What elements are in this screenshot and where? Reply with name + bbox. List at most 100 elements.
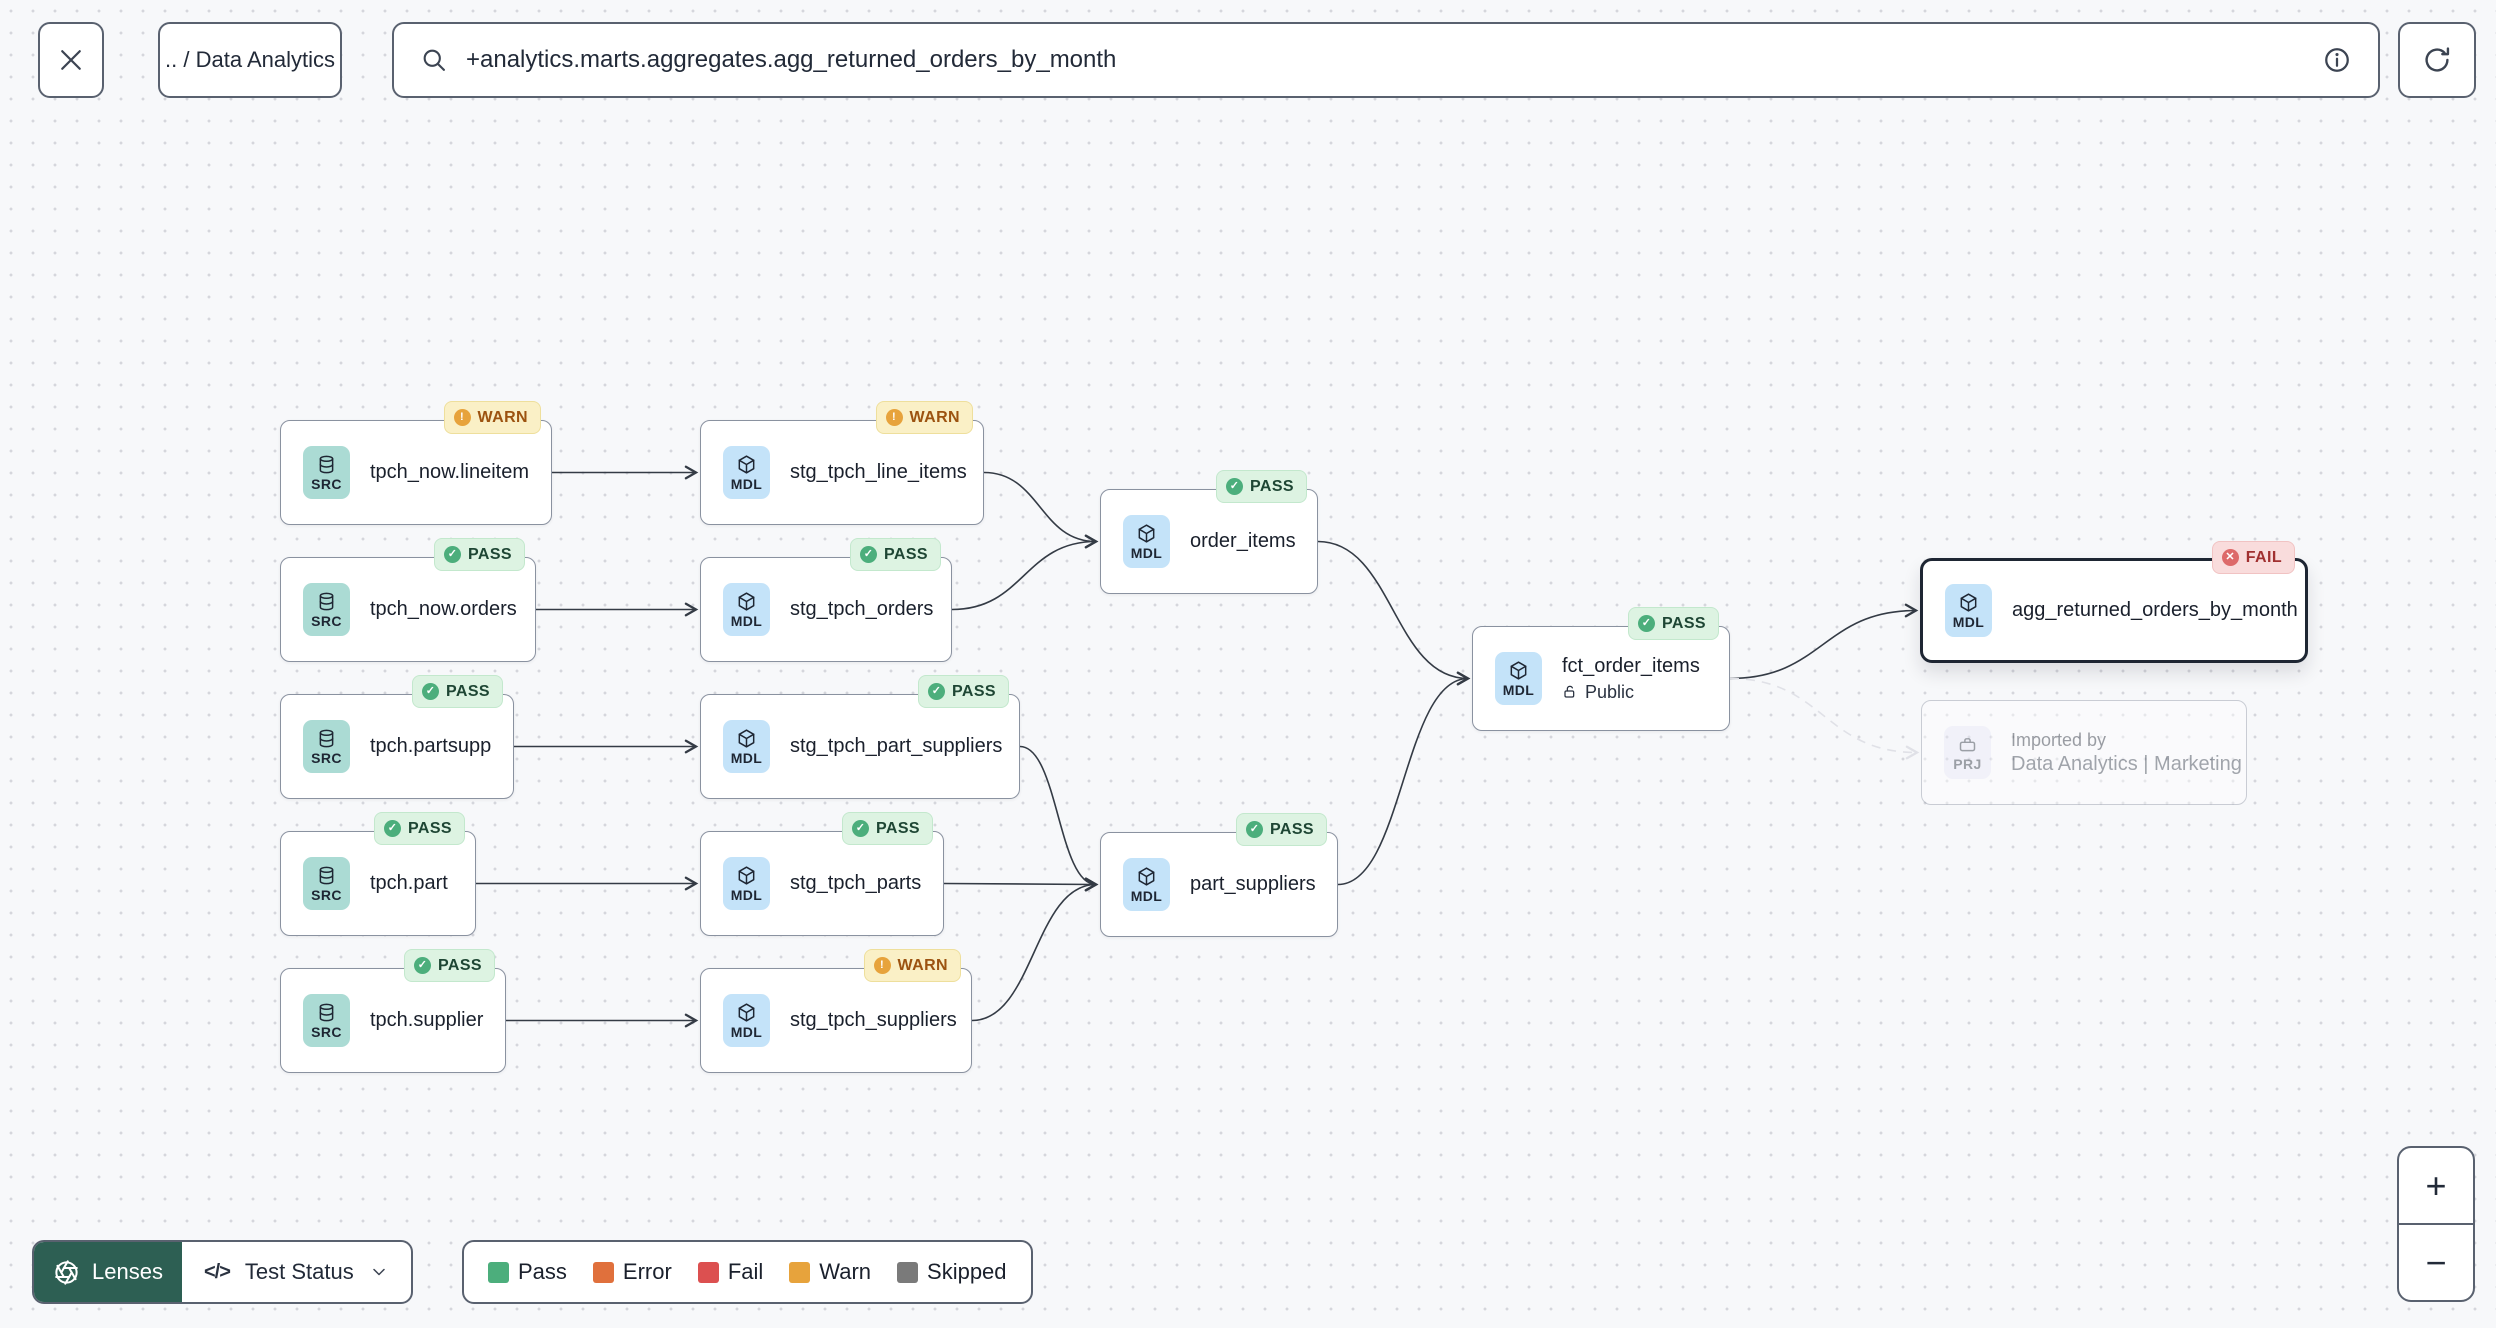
- status-dot: ✓: [414, 957, 432, 974]
- status-badge-warn: !WARN: [443, 401, 541, 434]
- status-label: PASS: [884, 545, 928, 563]
- node-order_items[interactable]: ✓ PASS MDL order_items: [1100, 470, 1318, 594]
- status-dot: ✓: [860, 546, 878, 563]
- edge-fct_order_items-to-agg_returned_orders_by_month: [1729, 603, 1919, 680]
- node-type-label: SRC: [311, 612, 342, 629]
- zoom-in-button[interactable]: +: [2425, 1164, 2447, 1206]
- legend-swatch: [697, 1261, 719, 1283]
- node-type-label: MDL: [730, 886, 763, 903]
- breadcrumb-button[interactable]: .. / Data Analytics: [158, 22, 342, 98]
- database-icon: SRC: [303, 994, 350, 1047]
- lenses-control: Lenses </> Test Status: [32, 1240, 413, 1304]
- status-dot: ✓: [422, 683, 440, 700]
- status-badge-pass: ✓ PASS: [434, 538, 525, 571]
- status-label: WARN: [909, 408, 960, 426]
- legend-item-fail: Fail: [697, 1259, 763, 1285]
- breadcrumb-label: .. / Data Analytics: [165, 47, 335, 72]
- status-dot: ✓: [1246, 821, 1264, 838]
- status-badge-pass: ✓PASS: [918, 675, 1009, 708]
- node-type-label: MDL: [730, 1023, 763, 1040]
- edge-fct_order_items-to-prj_marketing: [1729, 677, 1920, 760]
- cube-icon: MDL: [723, 994, 770, 1047]
- edge-mdl_line_items-to-order_items: [983, 471, 1099, 549]
- close-icon: [61, 50, 81, 70]
- refresh-button[interactable]: [2398, 22, 2476, 98]
- search-input[interactable]: [466, 46, 2304, 74]
- status-dot: ✓: [444, 546, 462, 563]
- node-type-label: SRC: [311, 886, 342, 903]
- status-dot: ✓: [852, 820, 870, 837]
- edge-order_items-to-fct_order_items: [1317, 540, 1471, 686]
- node-label: tpch.part: [370, 872, 448, 894]
- cube-icon: MDL: [1945, 584, 1992, 637]
- aperture-icon: [55, 1259, 78, 1285]
- zoom-out-button[interactable]: −: [2399, 1223, 2473, 1300]
- status-dot: ✓: [1226, 478, 1244, 495]
- node-label: tpch_now.lineitem: [370, 461, 529, 483]
- node-src_lineitem[interactable]: !WARN SRC tpch_now.lineitem: [280, 401, 552, 525]
- lens-selector[interactable]: </> Test Status: [182, 1242, 411, 1302]
- legend-swatch: [897, 1261, 919, 1283]
- status-badge-warn: !WARN: [875, 401, 973, 434]
- cube-icon: MDL: [1123, 858, 1170, 911]
- cube-icon: MDL: [723, 720, 770, 773]
- cube-icon: MDL: [723, 583, 770, 636]
- database-icon: SRC: [303, 446, 350, 499]
- legend-label: Error: [622, 1259, 672, 1284]
- node-type-label: PRJ: [1953, 755, 1982, 772]
- status-label: PASS: [468, 545, 512, 563]
- code-icon: </>: [203, 1260, 231, 1283]
- lenses-button[interactable]: Lenses: [34, 1242, 182, 1302]
- node-label: part_suppliers: [1190, 873, 1316, 895]
- status-label: PASS: [1662, 614, 1706, 632]
- status-badge-pass: ✓ PASS: [850, 538, 941, 571]
- node-sublabel: Public: [1562, 682, 1700, 703]
- status-dot: ✕: [2221, 549, 2239, 566]
- refresh-icon: [2425, 47, 2450, 72]
- status-badge-fail: ✕ FAIL: [2211, 541, 2295, 574]
- info-icon[interactable]: [2322, 45, 2352, 75]
- lens-mode-label: Test Status: [244, 1259, 354, 1284]
- status-label: FAIL: [2245, 548, 2282, 566]
- status-badge-pass: ✓ PASS: [1236, 813, 1327, 846]
- node-type-label: MDL: [730, 612, 763, 629]
- edge-mdl_orders-to-order_items: [951, 534, 1099, 611]
- node-type-label: MDL: [1130, 544, 1163, 561]
- node-type-label: MDL: [730, 475, 763, 492]
- database-icon: SRC: [303, 720, 350, 773]
- edge-mdl_parts-to-part_suppliers: [943, 877, 1099, 892]
- edge-part_suppliers-to-fct_order_items: [1337, 671, 1471, 886]
- legend-item-skipped: Skipped: [897, 1259, 1007, 1285]
- legend-label: Warn: [819, 1259, 872, 1284]
- status-label: WARN: [897, 956, 948, 974]
- node-type-label: MDL: [1952, 613, 1985, 630]
- close-button[interactable]: [38, 22, 104, 98]
- search-bar[interactable]: [392, 22, 2380, 98]
- status-badge-pass: ✓PASS: [374, 812, 465, 845]
- status-badge-pass: ✓ PASS: [1216, 470, 1307, 503]
- status-dot: !: [453, 409, 471, 426]
- node-label: order_items: [1190, 530, 1296, 552]
- node-src_part[interactable]: ✓PASS SRC tpch.part: [280, 812, 476, 936]
- status-label: PASS: [952, 682, 996, 700]
- legend-item-warn: Warn: [789, 1259, 871, 1285]
- status-label: PASS: [1250, 477, 1294, 495]
- node-part_suppliers[interactable]: ✓ PASS MDL part_suppliers: [1100, 813, 1338, 937]
- status-label: PASS: [1270, 820, 1314, 838]
- briefcase-icon: PRJ: [1944, 726, 1991, 779]
- node-label: fct_order_items: [1562, 654, 1700, 677]
